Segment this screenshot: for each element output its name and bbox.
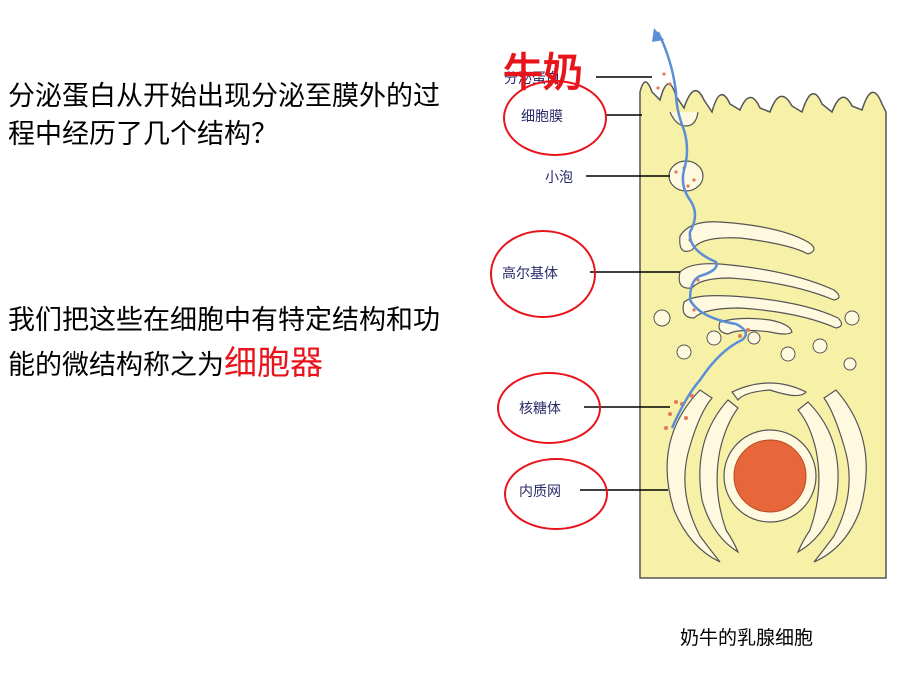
small-vesicle <box>676 344 692 360</box>
statement-prefix: 我们把这些在细胞中有特定结构和功能的微结构称之为 <box>8 305 440 381</box>
membrane-vesicle <box>669 111 699 127</box>
figure-caption: 奶牛的乳腺细胞 <box>680 627 814 649</box>
highlight-ring-ribosome <box>497 372 601 444</box>
arrow-head <box>652 28 664 42</box>
small-vesicle <box>812 338 828 354</box>
question-text: 分泌蛋白从开始出现分泌至膜外的过程中经历了几个结构？ <box>8 81 440 150</box>
er-tube-left-outer <box>666 389 721 563</box>
er-tube-right-outer <box>813 389 867 563</box>
er-tube-top <box>731 382 807 401</box>
small-vesicle <box>844 310 860 326</box>
small-vesicle <box>780 346 796 362</box>
label-vesicle: 小泡 <box>545 170 573 186</box>
small-vesicle <box>706 330 722 346</box>
ribosome-dots <box>656 72 750 430</box>
highlight-ring-er <box>504 458 608 530</box>
organelle-term: 细胞器 <box>224 343 323 382</box>
golgi-cisterna-3 <box>682 295 843 329</box>
highlight-ring-cell-membrane <box>503 80 607 156</box>
er-tube-left-inner <box>699 399 740 554</box>
highlight-ring-golgi <box>490 230 596 318</box>
small-vesicle <box>747 331 761 345</box>
statement-text: 我们把这些在细胞中有特定结构和功能的微结构称之为细胞器 <box>8 300 453 387</box>
golgi-cisterna-1 <box>679 221 815 255</box>
transport-path-arrow <box>656 31 748 429</box>
nucleus <box>733 439 807 513</box>
small-vesicle <box>653 309 671 327</box>
er-tube-right-inner <box>796 401 839 554</box>
small-vesicle <box>843 357 857 371</box>
golgi-cisterna-4 <box>718 317 793 335</box>
